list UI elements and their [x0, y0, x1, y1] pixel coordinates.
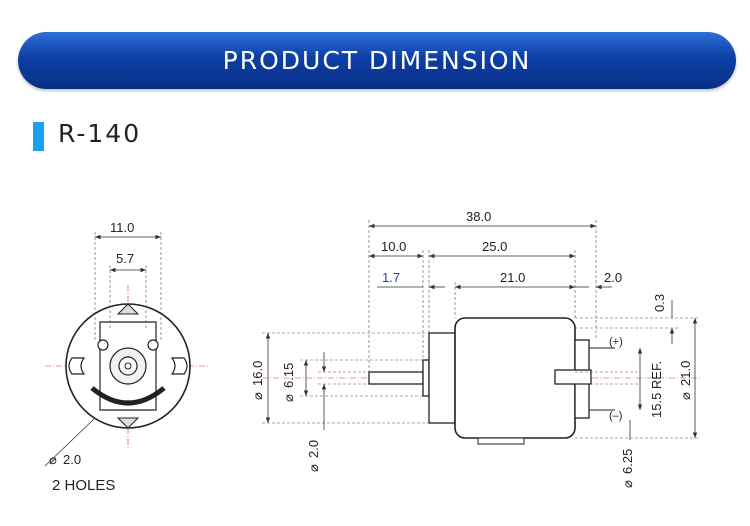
dim-total-length: 38.0 [466, 209, 491, 224]
bottom-arc [90, 386, 166, 406]
dia-symbol-end: ⌀ [620, 480, 635, 488]
hole-leader [44, 417, 96, 467]
rear-bushing [554, 369, 592, 385]
plus-mark: (+) [609, 336, 623, 348]
shaft-end [124, 362, 132, 370]
dia-symbol-hole: ⌀ [49, 452, 57, 467]
front-cap [428, 332, 456, 424]
dim-front-inner: 5.7 [116, 251, 134, 266]
dim-bearing-dia: 6.15 [281, 363, 296, 388]
title-banner: PRODUCT DIMENSION [18, 32, 736, 89]
dim-shaft-dia: 2.0 [306, 440, 321, 458]
dim-boss-length: 1.7 [382, 270, 400, 285]
dim-hole-dia: 2.0 [63, 452, 81, 467]
mount-hole-right [147, 339, 159, 351]
dia-symbol-shaft: ⌀ [306, 464, 321, 472]
dim-can-length: 21.0 [500, 270, 525, 285]
right-slot [170, 357, 188, 375]
dim-body-length: 25.0 [482, 239, 507, 254]
dim-terminal-ref: 15.5 REF. [649, 361, 664, 418]
holes-note: 2 HOLES [52, 477, 115, 494]
dim-terminal-length: 2.0 [604, 270, 622, 285]
dim-boss-dia: 16.0 [250, 361, 265, 386]
dia-symbol-boss: ⌀ [250, 392, 265, 400]
bearing-boss-side [422, 359, 430, 397]
dim-shaft-length: 10.0 [381, 239, 406, 254]
bottom-terminal [116, 417, 140, 429]
side-view: 38.0 10.0 25.0 1.7 21.0 2.0 ⌀ 21.0 0.3 1… [250, 209, 700, 488]
can-bottom-tab [477, 437, 525, 445]
dia-symbol-body: ⌀ [678, 392, 693, 400]
dia-symbol-bearing: ⌀ [281, 394, 296, 402]
dim-body-dia: 21.0 [678, 361, 693, 386]
mount-hole-left [97, 339, 109, 351]
dim-front-width: 11.0 [110, 220, 134, 235]
model-accent-bar [33, 122, 44, 151]
dim-top-gap: 0.3 [652, 294, 667, 312]
front-view: 11.0 5.7 ⌀ 2.0 2 HOLES [44, 220, 210, 494]
left-slot [68, 357, 86, 375]
page-title: PRODUCT DIMENSION [222, 46, 532, 75]
minus-mark: (–) [609, 410, 622, 422]
top-terminal [116, 303, 140, 315]
brush-holder-outline [99, 321, 157, 411]
model-name: R-140 [58, 119, 142, 148]
dim-end-dia: 6.25 [620, 449, 635, 474]
motor-shaft [368, 371, 424, 385]
